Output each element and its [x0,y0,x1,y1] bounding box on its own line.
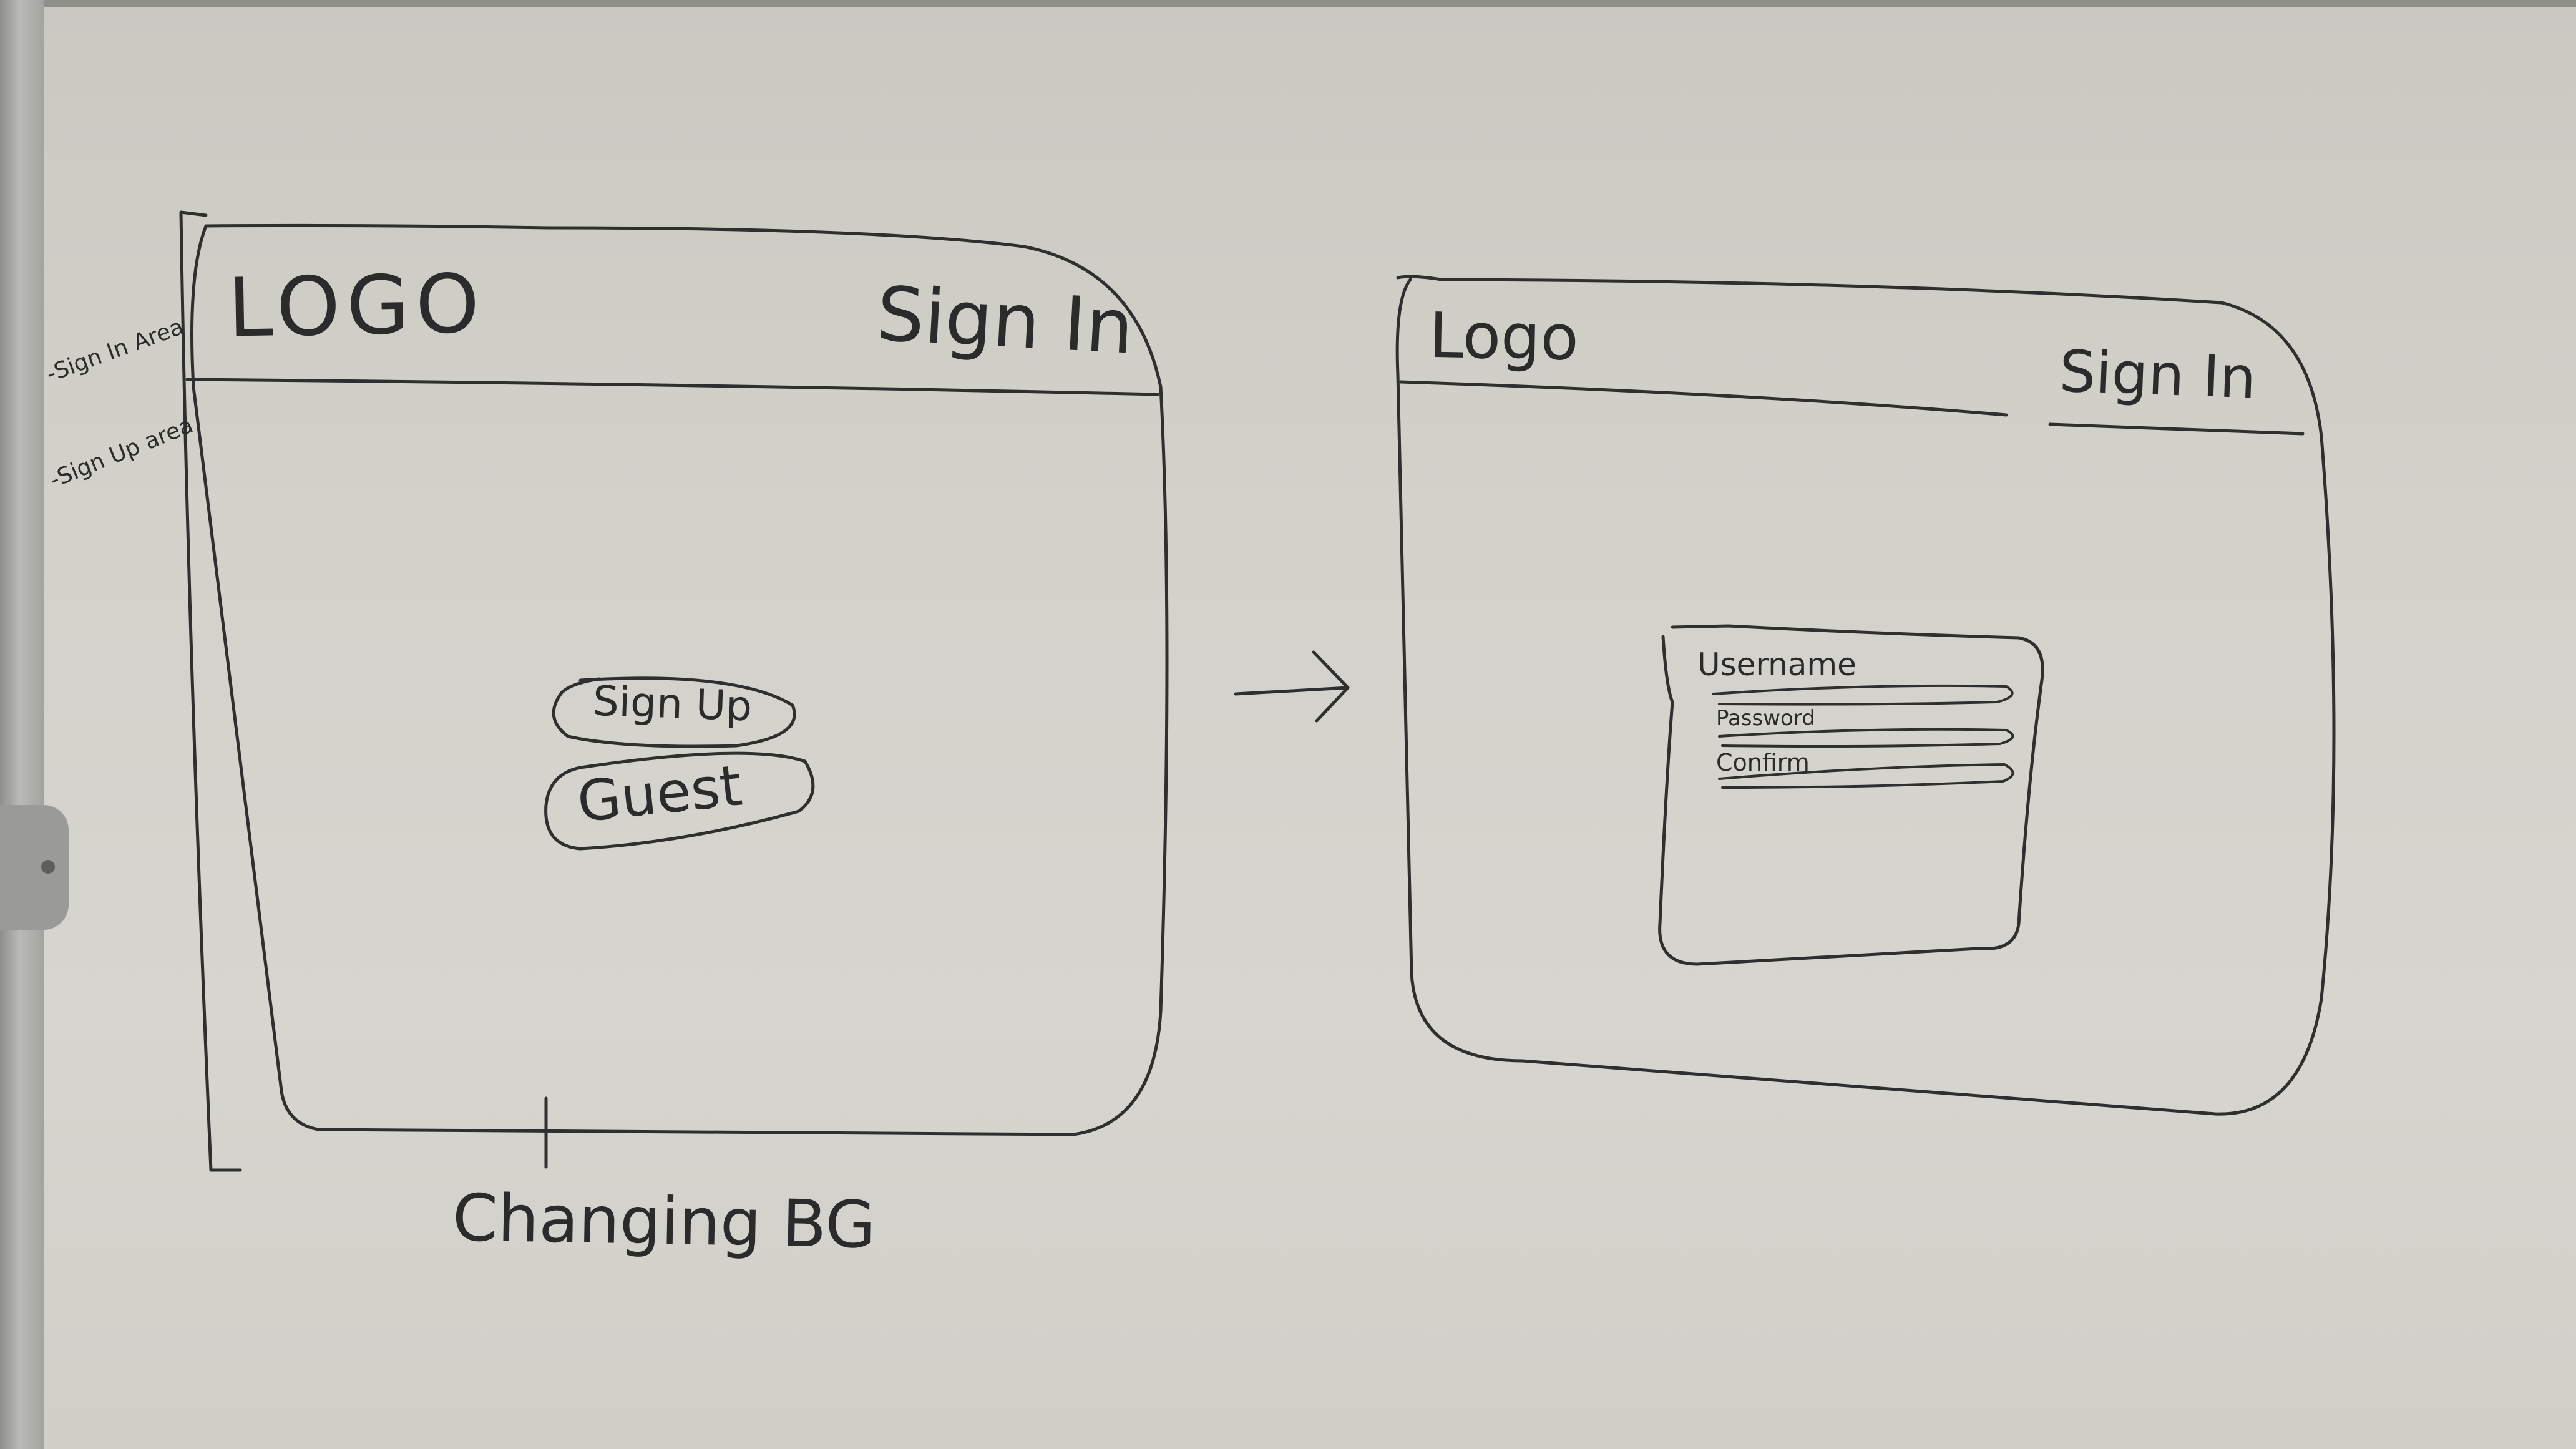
right-password-label: Password [1716,706,1815,731]
left-signup-button-label[interactable]: Sign Up [592,676,753,731]
left-sign-in-label: Sign In [874,271,1136,371]
right-username-label: Username [1697,646,1856,683]
right-window-outline [1395,275,2336,1116]
confirm-input-outline [1718,763,2014,789]
transition-arrow-shaft [1234,686,1350,696]
whiteboard-left-frame [0,0,44,1449]
right-header-divider-left [1399,380,2008,417]
whiteboard-top-frame [0,0,2576,7]
right-confirm-label: Confirm [1716,749,1810,776]
left-window-outline [190,223,1169,1136]
right-header-divider-right [2048,422,2305,436]
password-input-outline [1718,728,2014,748]
left-guest-button-label[interactable]: Guest [574,753,746,836]
right-form-box [1658,624,2044,966]
transition-arrow-head [1312,650,1350,723]
whiteboard-clip [0,805,69,930]
left-bracket [179,210,242,1172]
left-bottom-note: Changing BG [451,1179,877,1263]
left-guest-pill-outline [544,751,815,851]
left-header-divider [185,378,1159,396]
right-sign-in-label: Sign In [2058,338,2258,412]
username-input-outline [1712,684,2014,706]
left-signup-pill-outline [552,676,796,748]
whiteboard-clip-screw [41,860,55,874]
left-logo-label: LOGO [227,256,487,356]
right-logo-label: Logo [1428,298,1579,375]
